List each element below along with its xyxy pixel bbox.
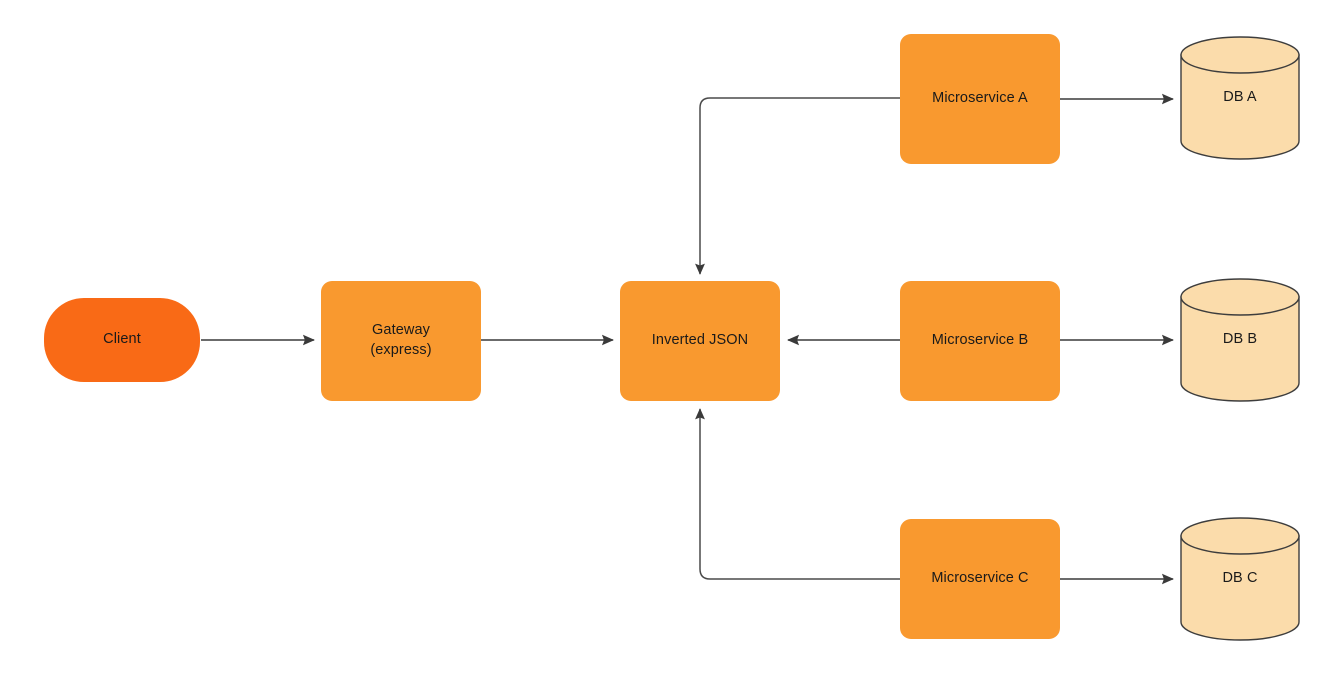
database-cylinder-icon — [1180, 36, 1300, 160]
database-cylinder-icon — [1180, 517, 1300, 641]
node-inverted-json[interactable]: Inverted JSON — [620, 281, 780, 401]
node-db-b-label: DB B — [1222, 331, 1258, 348]
node-db-c[interactable]: DB C — [1180, 517, 1300, 641]
node-gateway-label: Gateway (express) — [370, 322, 432, 358]
node-db-a[interactable]: DB A — [1180, 36, 1300, 160]
node-microservice-b[interactable]: Microservice B — [900, 281, 1060, 401]
node-db-a-label: DB A — [1223, 89, 1257, 106]
edge-microservice-c-to-inverted-json — [695, 408, 900, 580]
node-db-c-label: DB C — [1222, 570, 1258, 587]
node-microservice-b-label: Microservice B — [931, 332, 1029, 349]
node-microservice-a[interactable]: Microservice A — [900, 34, 1060, 164]
edge-microservice-a-to-inverted-json — [695, 97, 900, 275]
node-gateway[interactable]: Gateway (express) — [321, 281, 481, 401]
node-microservice-a-label: Microservice A — [932, 90, 1028, 107]
node-inverted-json-label: Inverted JSON — [651, 332, 749, 349]
node-db-b[interactable]: DB B — [1180, 278, 1300, 402]
node-client-label: Client — [103, 331, 141, 348]
database-cylinder-icon — [1180, 278, 1300, 402]
node-microservice-c[interactable]: Microservice C — [900, 519, 1060, 639]
node-microservice-c-label: Microservice C — [931, 570, 1029, 587]
node-client[interactable]: Client — [44, 298, 200, 382]
